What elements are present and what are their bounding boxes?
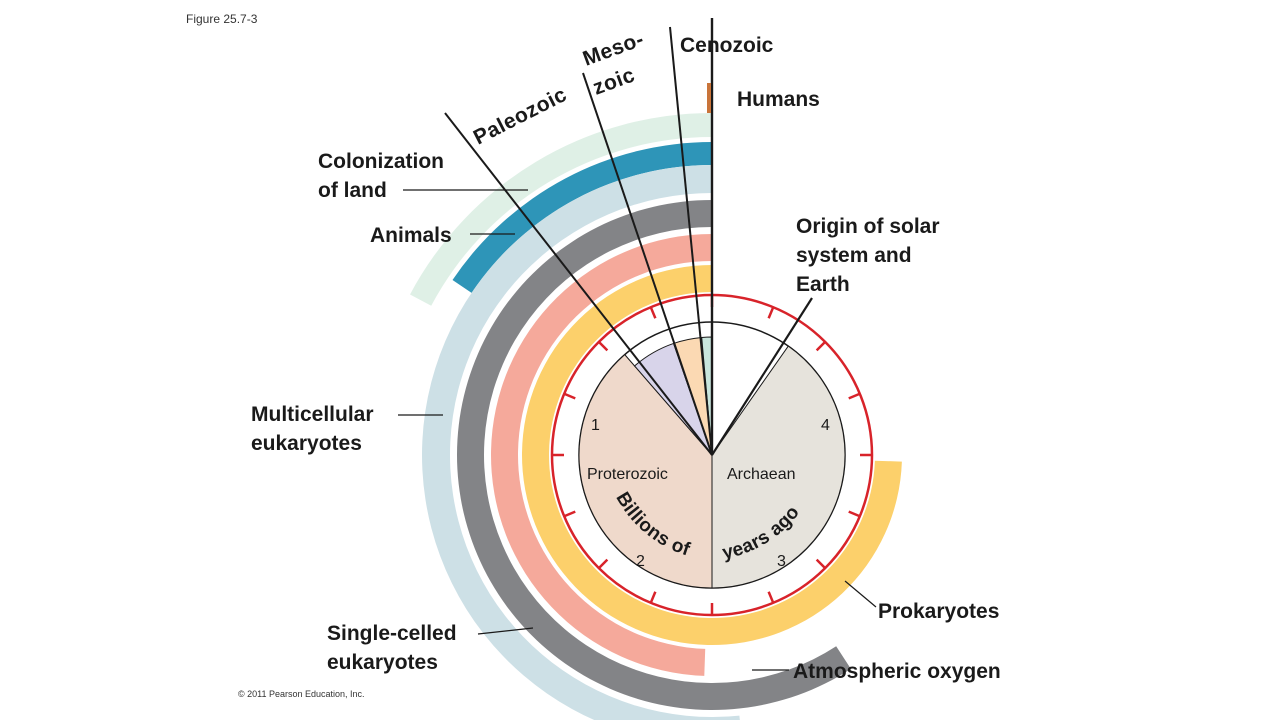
inner-label-proterozoic: Proterozoic bbox=[587, 466, 668, 483]
band-atmospheric-oxygen bbox=[491, 234, 712, 676]
inner-label-archaean: Archaean bbox=[727, 466, 796, 483]
era-label-cenozoic: Cenozoic bbox=[680, 34, 774, 57]
label-humans: Humans bbox=[737, 88, 820, 111]
label-origin-line3: Earth bbox=[796, 273, 850, 296]
label-multicellular-line2: eukaryotes bbox=[251, 432, 362, 455]
tick-label-3: 3 bbox=[777, 553, 786, 570]
line-origin-of-earth bbox=[711, 297, 813, 456]
label-atmospheric-oxygen: Atmospheric oxygen bbox=[793, 660, 1001, 683]
label-single-celled-line1: Single-celled bbox=[327, 622, 457, 645]
line-cenozoic-boundary bbox=[669, 26, 713, 456]
clock-tick bbox=[563, 392, 576, 400]
label-prokaryotes: Prokaryotes bbox=[878, 600, 999, 623]
label-single-celled-line2: eukaryotes bbox=[327, 651, 438, 674]
label-colonization-line2: of land bbox=[318, 179, 387, 202]
leader-single-celled bbox=[477, 627, 534, 635]
era-boundary-lines bbox=[444, 18, 813, 456]
band-animals bbox=[452, 142, 712, 293]
era-label-mesozoic-line1: Meso- bbox=[580, 27, 647, 70]
clock-tick bbox=[597, 340, 609, 352]
clock-tick bbox=[597, 558, 609, 570]
label-multicellular-line1: Multicellular bbox=[251, 403, 374, 426]
tick-label-4: 4 bbox=[821, 417, 830, 434]
wedge-proterozoic bbox=[578, 353, 713, 589]
clock-tick bbox=[815, 558, 827, 570]
clock-tick bbox=[767, 591, 775, 604]
tick-label-1: 1 bbox=[591, 417, 600, 434]
clock-ticks bbox=[552, 295, 872, 615]
leader-prokaryotes bbox=[844, 580, 877, 608]
copyright: © 2011 Pearson Education, Inc. bbox=[238, 689, 365, 699]
tick-label-2: 2 bbox=[636, 553, 645, 570]
label-origin-line2: system and bbox=[796, 244, 912, 267]
clock-tick bbox=[767, 306, 775, 319]
band-colonization-of-land bbox=[410, 113, 712, 306]
label-origin-line1: Origin of solar bbox=[796, 215, 940, 238]
line-paleozoic-boundary bbox=[444, 112, 713, 456]
figure-label: Figure 25.7-3 bbox=[186, 12, 258, 26]
label-colonization-line1: Colonization bbox=[318, 150, 444, 173]
label-animals: Animals bbox=[370, 224, 452, 247]
wedge-archaean bbox=[711, 345, 846, 589]
eon-wedges bbox=[578, 336, 846, 589]
clock-tick bbox=[848, 392, 861, 400]
era-label-mesozoic-line2: zoic bbox=[590, 63, 638, 99]
time-bands bbox=[410, 113, 902, 720]
clock-tick bbox=[649, 591, 657, 604]
clock-tick bbox=[649, 306, 657, 319]
era-label-paleozoic: Paleozoic bbox=[470, 83, 571, 150]
line-mesozoic-boundary bbox=[582, 72, 713, 456]
clock-tick bbox=[815, 340, 827, 352]
clock-tick bbox=[848, 510, 861, 518]
clock-tick bbox=[563, 510, 576, 518]
humans-marker bbox=[707, 83, 711, 113]
